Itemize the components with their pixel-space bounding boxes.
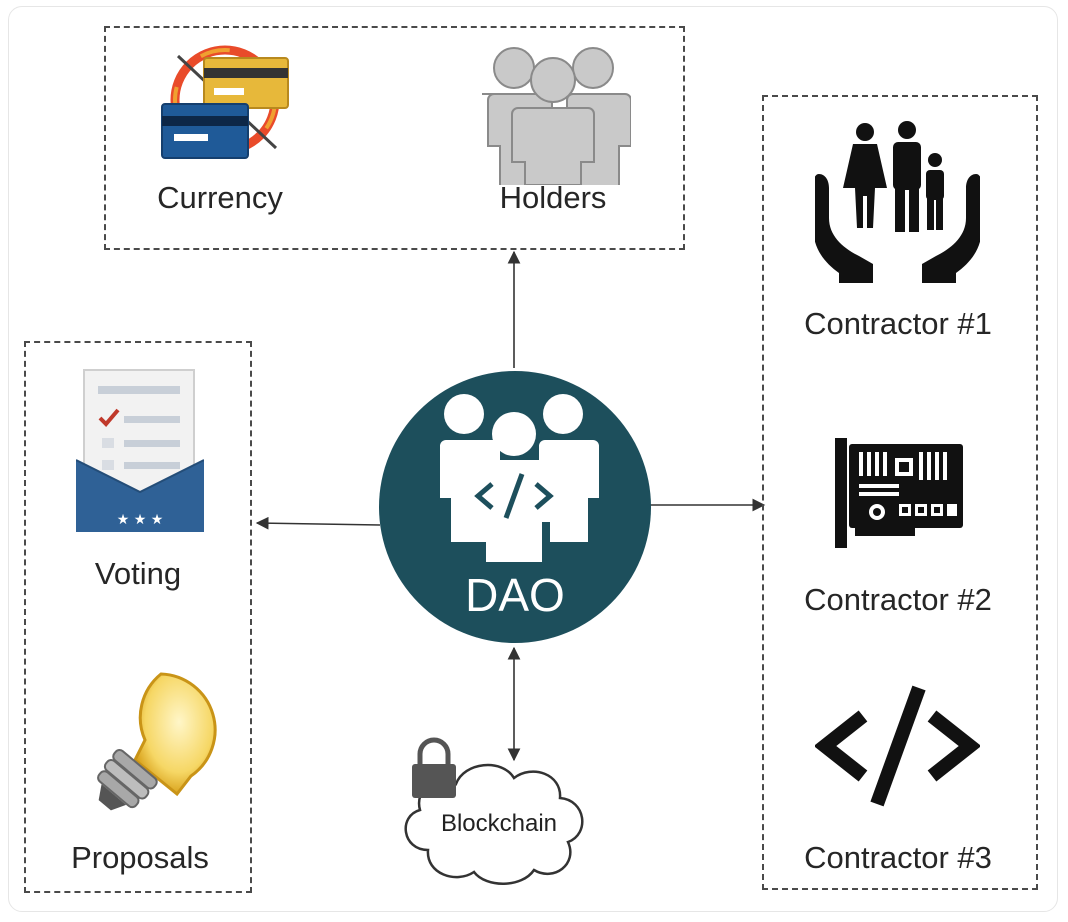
currency-cards-icon [161, 45, 289, 159]
currency-label: Currency [157, 180, 283, 215]
top-group-box [104, 26, 685, 250]
dao-node [379, 371, 651, 643]
dao-code-icon [474, 473, 554, 519]
blockchain-label: Blockchain [440, 810, 558, 837]
contractor3-label: Contractor #3 [804, 840, 992, 875]
blockchain-node [404, 737, 584, 885]
people-group-icon [482, 47, 631, 185]
light-bulb-icon [97, 672, 217, 811]
family-hands-icon [815, 121, 980, 283]
left-group-box [24, 341, 252, 893]
proposals-label: Proposals [71, 840, 209, 875]
holders-label: Holders [499, 180, 607, 215]
code-brackets-icon [815, 685, 980, 807]
lock-icon [412, 737, 456, 798]
svg-text:★ ★ ★: ★ ★ ★ [117, 512, 164, 528]
circuit-board-icon [835, 438, 963, 548]
right-group-box [762, 95, 1038, 890]
voting-label: Voting [94, 556, 182, 591]
contractor1-label: Contractor #1 [804, 306, 992, 341]
contractor2-label: Contractor #2 [804, 582, 992, 617]
dao-label: DAO [465, 569, 565, 621]
dao-people-icon [434, 394, 599, 562]
arrow-to-voting-group [255, 516, 381, 530]
ballot-envelope-icon: ★ ★ ★ [76, 369, 204, 532]
